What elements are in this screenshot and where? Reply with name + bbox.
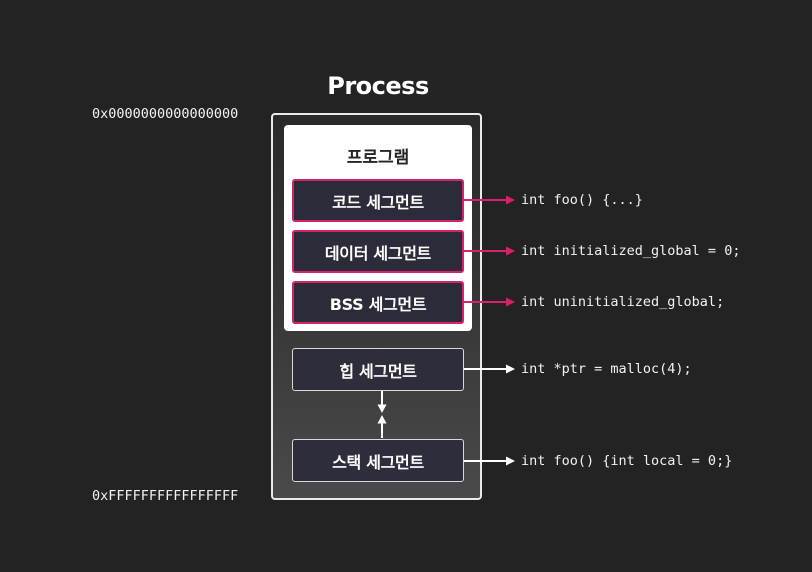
data-segment: 데이터 세그먼트	[292, 230, 464, 273]
bss-segment: BSS 세그먼트	[292, 281, 464, 324]
code-segment-arrow	[464, 195, 515, 205]
code-segment-example: int foo() {...}	[521, 192, 643, 208]
stack-segment-arrow	[464, 456, 515, 466]
data-segment-arrow	[464, 246, 515, 256]
address-high: 0xFFFFFFFFFFFFFFFF	[92, 488, 239, 504]
heap-growth-arrow	[377, 391, 387, 413]
stack-growth-arrow	[377, 415, 387, 438]
code-segment: 코드 세그먼트	[292, 179, 464, 222]
stack-segment: 스택 세그먼트	[292, 439, 464, 482]
diagram-title: Process	[327, 72, 429, 100]
stack-segment-example: int foo() {int local = 0;}	[521, 453, 733, 469]
heap-segment: 힙 세그먼트	[292, 348, 464, 391]
bss-segment-example: int uninitialized_global;	[521, 294, 725, 310]
bss-segment-arrow	[464, 297, 515, 307]
heap-segment-example: int *ptr = malloc(4);	[521, 361, 692, 377]
heap-segment-arrow	[464, 364, 515, 374]
program-label: 프로그램	[346, 148, 410, 168]
address-low: 0x0000000000000000	[92, 106, 239, 122]
data-segment-example: int initialized_global = 0;	[521, 243, 741, 259]
